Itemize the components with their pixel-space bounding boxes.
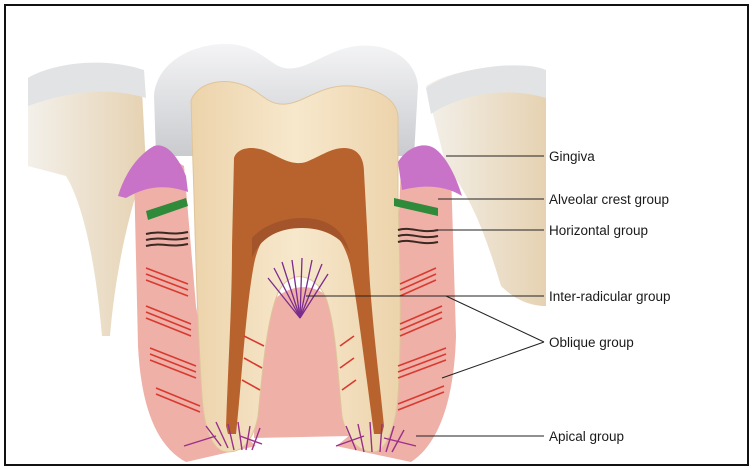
horizontal-label: Horizontal group	[549, 223, 648, 238]
apical-label: Apical group	[549, 429, 624, 444]
inter-radicular-label: Inter-radicular group	[549, 289, 671, 304]
gingiva-label: Gingiva	[549, 149, 595, 164]
oblique-label: Oblique group	[549, 335, 634, 350]
alveolar-crest-label: Alveolar crest group	[549, 192, 669, 207]
left-neighbor-tooth	[28, 63, 146, 336]
diagram-frame: Gingiva Alveolar crest group Horizontal …	[4, 4, 749, 466]
